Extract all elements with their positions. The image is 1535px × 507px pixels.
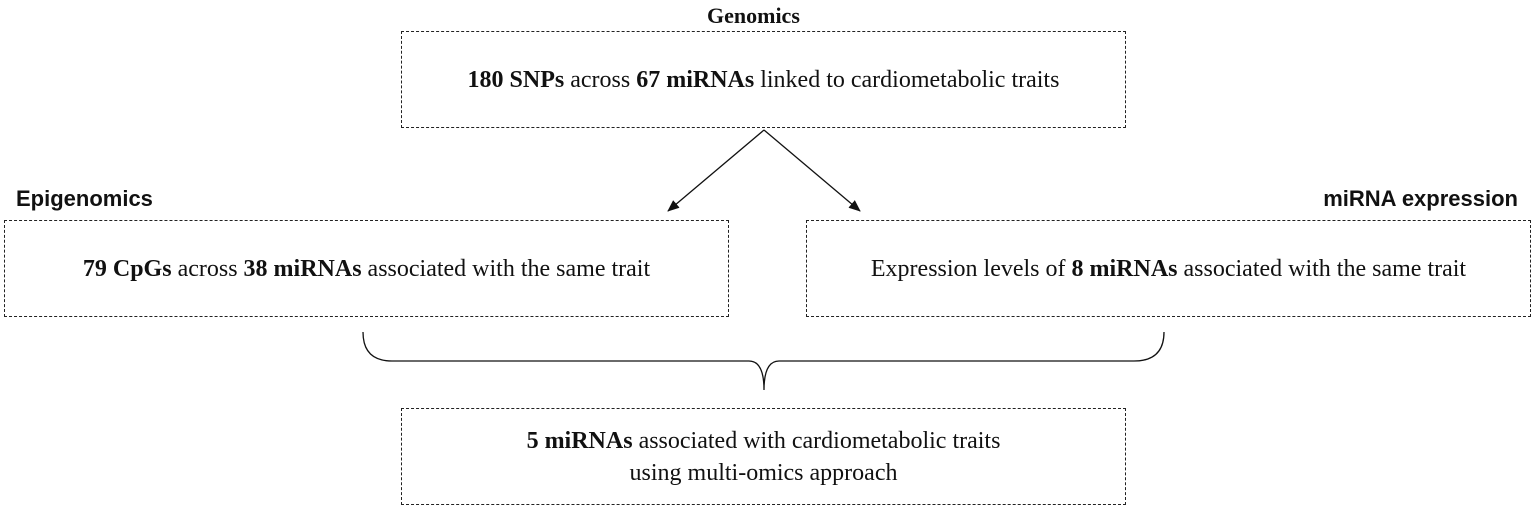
genomics-text-part: across (564, 66, 637, 93)
genomics-mirna-count: 67 miRNAs (636, 66, 755, 93)
genomics-text-part: linked to cardiometabolic traits (754, 66, 1060, 93)
mirna-expression-heading: miRNA expression (1323, 186, 1518, 211)
arrow-to-epigenomics (667, 129, 765, 212)
expression-box: Expression levels of 8 miRNAs associated… (806, 220, 1531, 317)
snp-count: 180 SNPs (467, 66, 565, 93)
result-text-part: associated with cardiometabolic traits (632, 427, 1001, 454)
epigenomics-box: 79 CpGs across 38 miRNAs associated with… (4, 220, 729, 317)
epigenomics-text-part: associated with the same trait (361, 255, 651, 282)
arrow-to-expression (763, 129, 861, 212)
genomics-text: 180 SNPs across 67 miRNAs linked to card… (468, 64, 1060, 96)
result-line-2: using multi-omics approach (629, 459, 898, 486)
expression-mirna-count: 8 miRNAs (1071, 255, 1178, 282)
result-text: 5 miRNAs associated with cardiometabolic… (527, 425, 1001, 489)
expression-text-part: Expression levels of (870, 255, 1072, 282)
epigenomics-text: 79 CpGs across 38 miRNAs associated with… (83, 253, 650, 285)
expression-text-part: associated with the same trait (1177, 255, 1467, 282)
epigenomics-mirna-count: 38 miRNAs (243, 255, 362, 282)
genomics-heading: Genomics (707, 3, 800, 28)
result-box: 5 miRNAs associated with cardiometabolic… (401, 408, 1126, 505)
cpg-count: 79 CpGs (82, 255, 172, 282)
expression-text: Expression levels of 8 miRNAs associated… (871, 253, 1466, 285)
result-mirna-count: 5 miRNAs (526, 427, 633, 454)
result-line-1: 5 miRNAs associated with cardiometabolic… (527, 425, 1001, 457)
epigenomics-heading: Epigenomics (16, 186, 153, 211)
merge-brace (362, 331, 1165, 391)
epigenomics-text-part: across (171, 255, 244, 282)
genomics-box: 180 SNPs across 67 miRNAs linked to card… (401, 31, 1126, 128)
